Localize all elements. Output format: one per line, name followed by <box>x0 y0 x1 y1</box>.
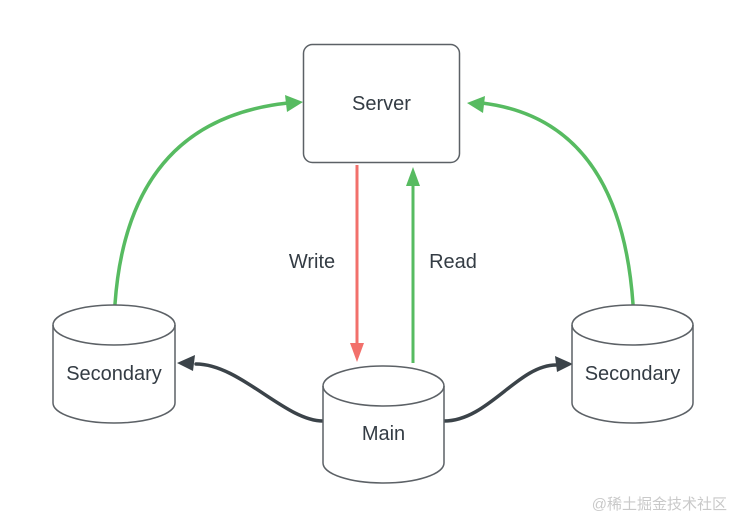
read-edge-label: Read <box>429 251 477 273</box>
secondary-right-node: Secondary <box>571 304 694 424</box>
main-to-secondary-right-arrowhead-icon <box>555 356 573 372</box>
secondary-right-db-cylinder <box>571 304 694 424</box>
secondary-left-db-cylinder-rim <box>52 324 176 346</box>
write-edge-label: Write <box>289 251 335 273</box>
main-db-cylinder <box>322 365 445 484</box>
main-db-cylinder-rim <box>322 385 445 407</box>
secondary-right-to-server-arrowhead-icon <box>467 96 485 113</box>
secondary-left-label: Secondary <box>66 363 162 385</box>
secondary-left-to-server-arrow <box>113 101 290 306</box>
main-node: Main <box>322 365 445 484</box>
edge-labels-layer: Write Read <box>289 251 477 273</box>
secondary-left-node: Secondary <box>52 304 176 424</box>
server-node: Server <box>302 43 461 164</box>
secondary-left-to-server-arrowhead-icon <box>285 95 303 112</box>
secondary-right-to-server-arrow <box>480 101 635 306</box>
main-to-secondary-left-arrowhead-icon <box>177 355 195 371</box>
watermark: @稀土掘金技术社区 <box>592 496 727 513</box>
main-to-secondary-right-arrow <box>442 363 558 423</box>
read-arrowhead-icon <box>406 167 420 186</box>
main-to-secondary-left-arrow <box>194 362 325 423</box>
secondary-right-db-cylinder-rim <box>571 324 694 346</box>
secondary-right-label: Secondary <box>585 363 681 385</box>
nodes-layer: Server Secondary Secondary Main <box>52 43 694 484</box>
secondary-left-db-cylinder <box>52 304 176 424</box>
server-box <box>302 43 461 164</box>
edges-layer <box>113 95 635 423</box>
main-label: Main <box>362 423 405 445</box>
server-label: Server <box>352 93 411 115</box>
write-arrowhead-icon <box>350 343 364 362</box>
